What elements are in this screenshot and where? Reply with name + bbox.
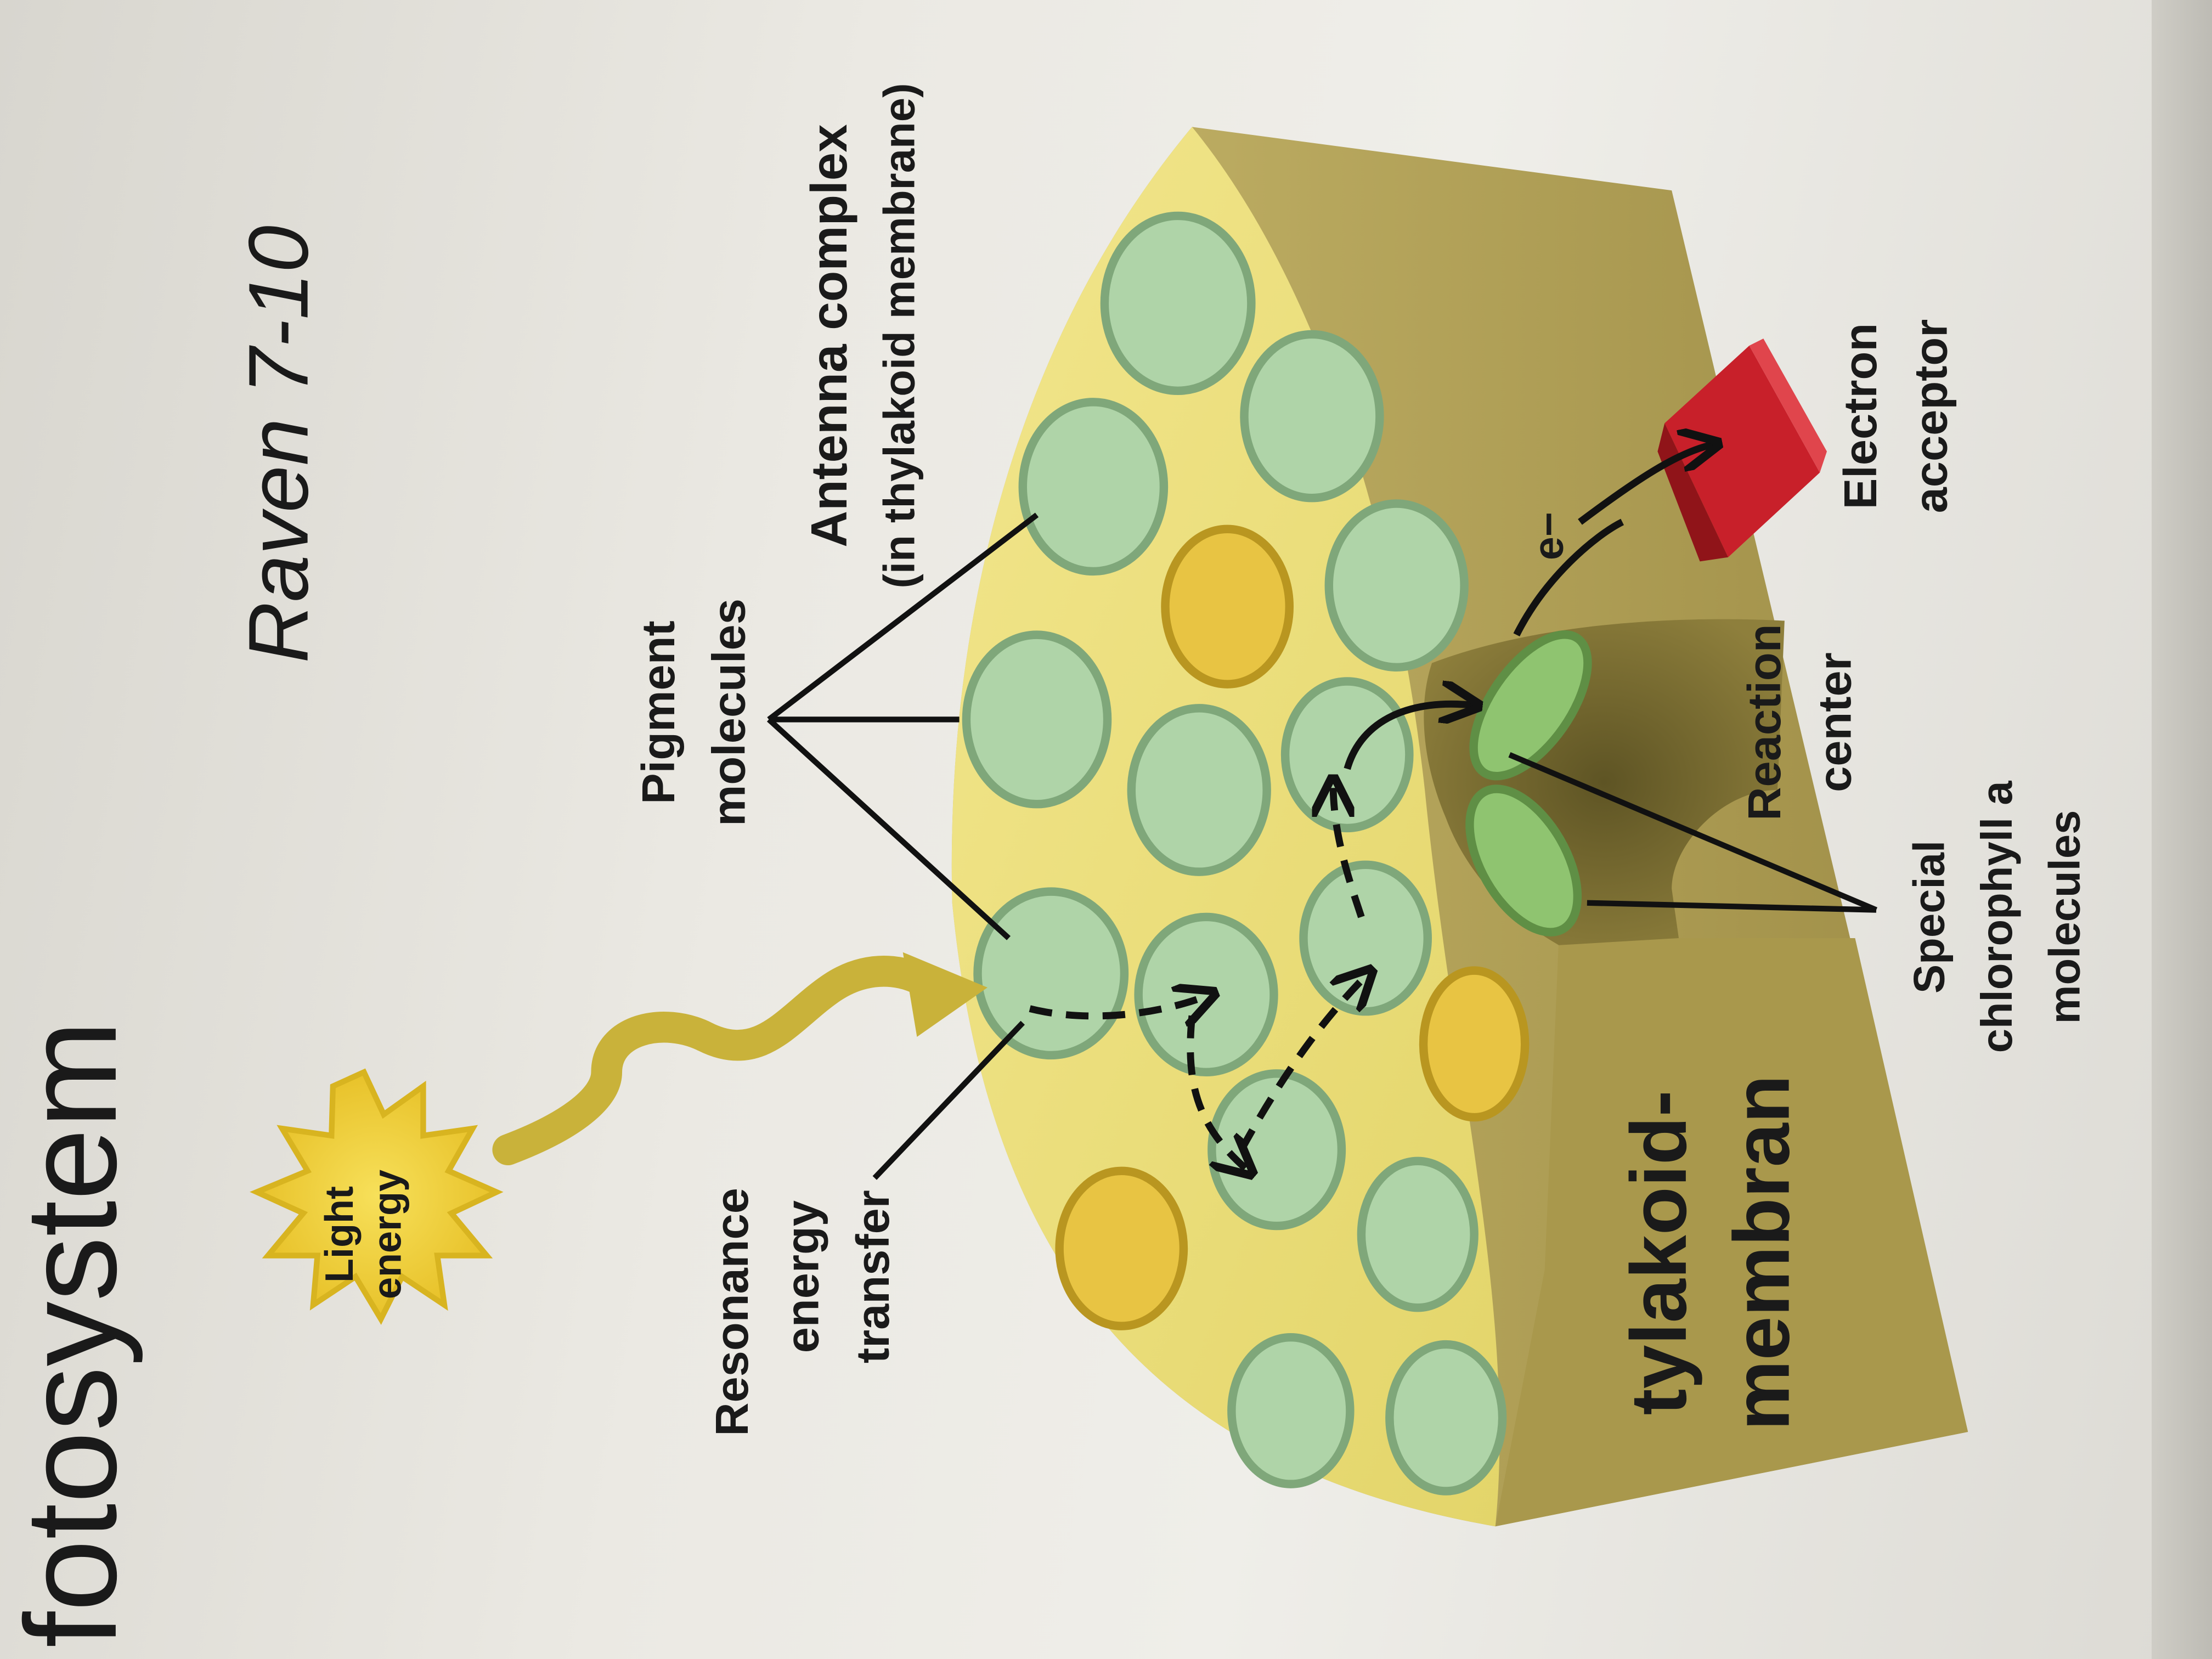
- pigment-molecule: [1357, 1156, 1479, 1312]
- pigment-molecule: [1207, 1069, 1346, 1231]
- pigment-molecule: [1227, 1333, 1355, 1488]
- pigment-molecule-yellow: [1055, 1166, 1188, 1330]
- light-energy-star: [250, 1068, 504, 1325]
- light-energy-label-line2: energy: [365, 1170, 409, 1299]
- pigment-molecule: [962, 630, 1112, 809]
- membrane-label-line1: tylakoid-: [1615, 1090, 1703, 1415]
- antenna-label-line2: (in thylakoid membrane): [874, 83, 923, 588]
- light-energy-label-line1: Light: [318, 1186, 362, 1283]
- pigment-molecule: [1127, 704, 1271, 876]
- resonance-label-line2: energy: [776, 1200, 828, 1353]
- pigment-molecule: [1280, 677, 1414, 833]
- reaction-center-label-line1: Reaction: [1738, 624, 1790, 820]
- reaction-center-label-line2: center: [1809, 652, 1861, 792]
- special-chlorophyll-label-line1: Special: [1904, 840, 1953, 994]
- special-chlorophyll-molecule: [1469, 630, 1592, 781]
- electron-acceptor-label-line1: Electron: [1834, 323, 1886, 509]
- resonance-transfer-arrows: [1029, 783, 1368, 1171]
- membrane-label-line2: membran: [1718, 1075, 1806, 1430]
- figure-reference: Raven 7-10: [231, 225, 326, 663]
- pigment-molecule: [1018, 398, 1169, 576]
- pigment-molecule-yellow: [1161, 524, 1294, 689]
- special-chlorophyll-label-line3: molecules: [2040, 810, 2089, 1024]
- pigment-molecule-yellow: [1419, 966, 1530, 1122]
- pigment-molecule: [1134, 912, 1278, 1076]
- pigment-molecule: [973, 887, 1129, 1060]
- light-wave-arrow: [492, 956, 947, 1165]
- resonance-label-line1: Resonance: [706, 1188, 758, 1436]
- electron-acceptor-block: [1657, 338, 1827, 562]
- electron-symbol: e−: [1525, 512, 1572, 560]
- resonance-label-line3: transfer: [847, 1190, 899, 1363]
- special-chlorophyll-label-line2: chlorophyll a: [1972, 781, 2021, 1053]
- pigment-molecule: [1299, 860, 1432, 1016]
- pigment-label-line1: Pigment: [632, 620, 684, 804]
- pigment-molecule: [1100, 211, 1256, 395]
- electron-transfer-arrows: [1344, 444, 1714, 770]
- membrane-front-face: [1495, 938, 1968, 1527]
- pigment-molecule: [1324, 499, 1469, 672]
- pigment-label-line2: molecules: [703, 599, 755, 826]
- light-energy-burst: Light energy: [250, 952, 988, 1325]
- electron-acceptor-label-line2: acceptor: [1905, 319, 1957, 514]
- special-chlorophyll-pair: [1465, 630, 1592, 936]
- pigment-molecule: [1385, 1340, 1507, 1496]
- antenna-pigment-molecules: [962, 211, 1530, 1496]
- pigment-molecule: [1240, 330, 1384, 503]
- antenna-label-line1: Antenna complex: [800, 124, 857, 548]
- slide-title: fotosystem: [0, 1020, 144, 1648]
- monitor-bezel: [2152, 0, 2212, 1659]
- label-leader-lines: [766, 512, 1878, 1180]
- special-chlorophyll-molecule: [1465, 785, 1582, 936]
